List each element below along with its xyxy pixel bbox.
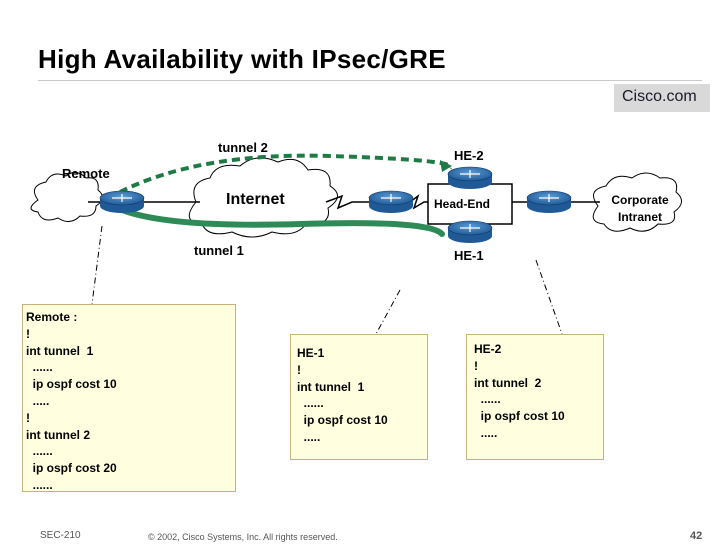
config-line: HE-2 — [474, 342, 502, 356]
config-line: ..... — [26, 393, 50, 408]
config-line: int tunnel 1 — [297, 379, 365, 394]
internet-label: Internet — [226, 191, 285, 208]
config-line: ...... — [26, 444, 53, 459]
remote-router-icon — [99, 190, 145, 213]
internet-edge-router-icon — [368, 190, 414, 213]
corporate-intranet-label: Corporate Intranet — [598, 192, 682, 226]
corporate-router-icon — [526, 190, 572, 213]
wan-links — [88, 193, 600, 210]
config-line: HE-1 — [297, 346, 325, 360]
config-line: ! — [474, 358, 478, 373]
config-line: ip ospf cost 10 — [26, 377, 117, 392]
config-line: ...... — [26, 477, 53, 492]
he1-label: HE-1 — [454, 248, 484, 263]
he1-config-box: HE-1 ! int tunnel 1 ...... ip ospf cost … — [290, 334, 428, 460]
callout-pointers — [91, 225, 563, 335]
brand-bar — [614, 84, 710, 112]
tunnel-1-label: tunnel 1 — [194, 243, 244, 258]
config-line: int tunnel 2 — [26, 427, 90, 442]
config-line: ...... — [297, 396, 324, 411]
config-line: ! — [26, 410, 30, 425]
config-line: ip ospf cost 10 — [474, 409, 565, 424]
footer-page-number: 42 — [690, 530, 703, 542]
tunnel-2-label: tunnel 2 — [218, 140, 268, 155]
remote-label: Remote — [62, 166, 110, 181]
config-line: int tunnel 1 — [26, 343, 94, 358]
config-line: Remote : — [26, 310, 78, 324]
title-divider — [38, 80, 702, 81]
config-line: ip ospf cost 20 — [26, 461, 117, 476]
config-line: ...... — [26, 360, 53, 375]
corporate-cloud-icon — [592, 172, 682, 232]
he1-router-icon — [447, 220, 493, 243]
tunnel-2-arrow-icon — [440, 160, 452, 172]
config-line: ..... — [474, 425, 498, 440]
he2-config-box: HE-2 ! int tunnel 2 ...... ip ospf cost … — [466, 334, 604, 460]
he2-label: HE-2 — [454, 148, 484, 163]
config-line: int tunnel 2 — [474, 375, 542, 390]
corporate-label-line1: Corporate — [611, 193, 669, 207]
he2-router-icon — [447, 166, 493, 189]
head-end-label: Head-End — [434, 197, 491, 211]
config-line: ...... — [474, 392, 501, 407]
remote-config-box: Remote : ! int tunnel 1 ...... ip ospf c… — [22, 304, 236, 492]
tunnel-1-path — [119, 207, 445, 237]
footer-session-code: SEC-210 — [40, 530, 81, 541]
page-title: High Availability with IPsec/GRE — [38, 44, 446, 74]
config-line: ! — [297, 362, 301, 377]
corporate-label-line2: Intranet — [617, 210, 662, 224]
config-line: ip ospf cost 10 — [297, 413, 388, 428]
config-line: ! — [26, 326, 30, 341]
internet-cloud-icon — [188, 157, 338, 238]
config-line: ..... — [297, 429, 321, 444]
footer-copyright: © 2002, Cisco Systems, Inc. All rights r… — [148, 532, 338, 542]
cisco-logo-text: Cisco.com — [622, 88, 697, 105]
tunnel-2-path — [119, 153, 453, 194]
